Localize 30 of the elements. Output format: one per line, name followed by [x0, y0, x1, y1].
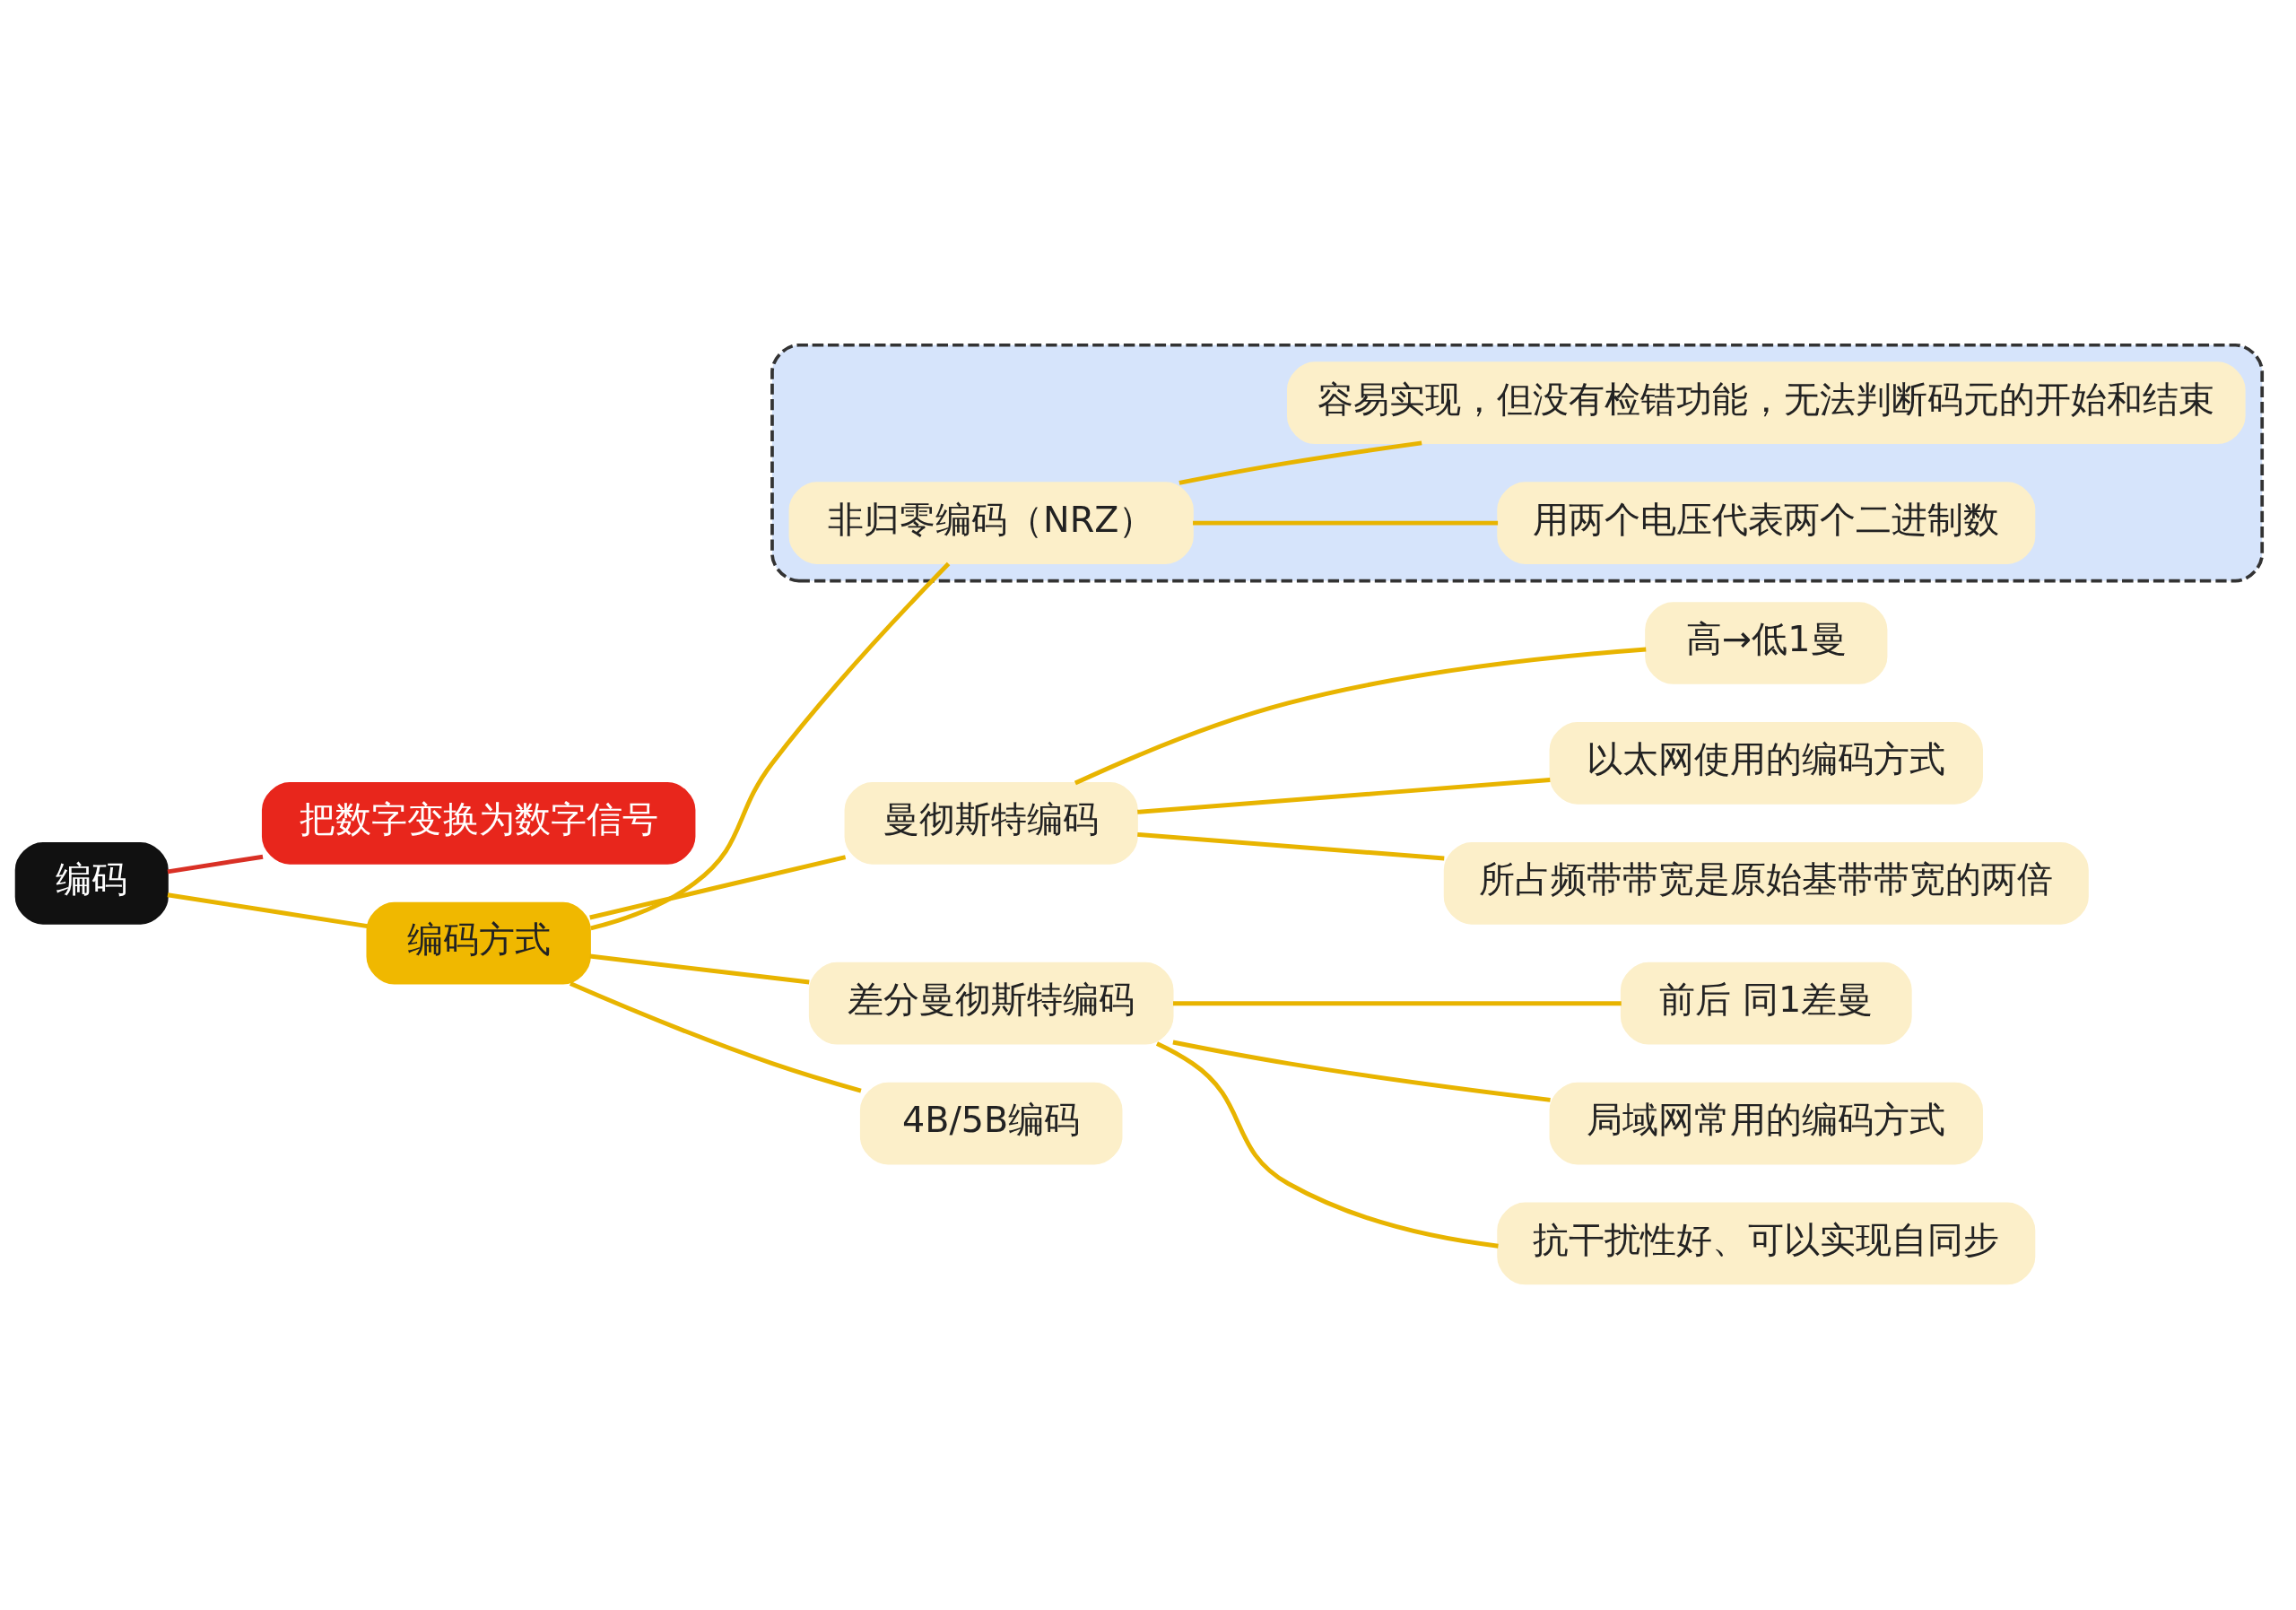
connector	[167, 854, 264, 874]
node-box: 容易实现，但没有检错功能，无法判断码元的开始和结束	[1286, 361, 2246, 444]
connector	[1193, 520, 1499, 526]
connector	[589, 854, 847, 919]
connector	[590, 561, 951, 930]
node-box: 以太网使用的编码方式	[1549, 721, 1984, 805]
connector	[569, 980, 862, 1092]
node-box: 用两个电压代表两个二进制数	[1497, 481, 2036, 564]
node-box: 差分曼彻斯特编码	[808, 962, 1174, 1045]
node-box: 所占频带带宽是原始基带带宽的两倍	[1443, 841, 2089, 925]
node-box: 曼彻斯特编码	[844, 781, 1138, 865]
connector	[1173, 1000, 1622, 1005]
connector	[1178, 439, 1422, 485]
node-box: 前后 同1差曼	[1620, 962, 1912, 1045]
node-box: 编码	[14, 841, 169, 925]
connector	[1155, 1040, 1499, 1249]
node-box: 编码方式	[366, 901, 591, 985]
node-box: 非归零编码（NRZ）	[788, 481, 1194, 564]
connector	[1137, 777, 1551, 814]
connector	[589, 953, 810, 984]
connector	[1137, 831, 1445, 860]
node-box: 高→低1曼	[1645, 601, 1888, 684]
connector	[1172, 1040, 1551, 1102]
node-box: 抗干扰性好、可以实现自同步	[1497, 1202, 2036, 1284]
node-box: 局域网常用的编码方式	[1549, 1082, 1984, 1164]
cluster	[770, 343, 2265, 582]
node-box: 4B/5B编码	[859, 1082, 1123, 1164]
connector	[1074, 647, 1647, 785]
node-box: 把数字变换为数字信号	[261, 781, 696, 865]
connector	[167, 892, 369, 928]
